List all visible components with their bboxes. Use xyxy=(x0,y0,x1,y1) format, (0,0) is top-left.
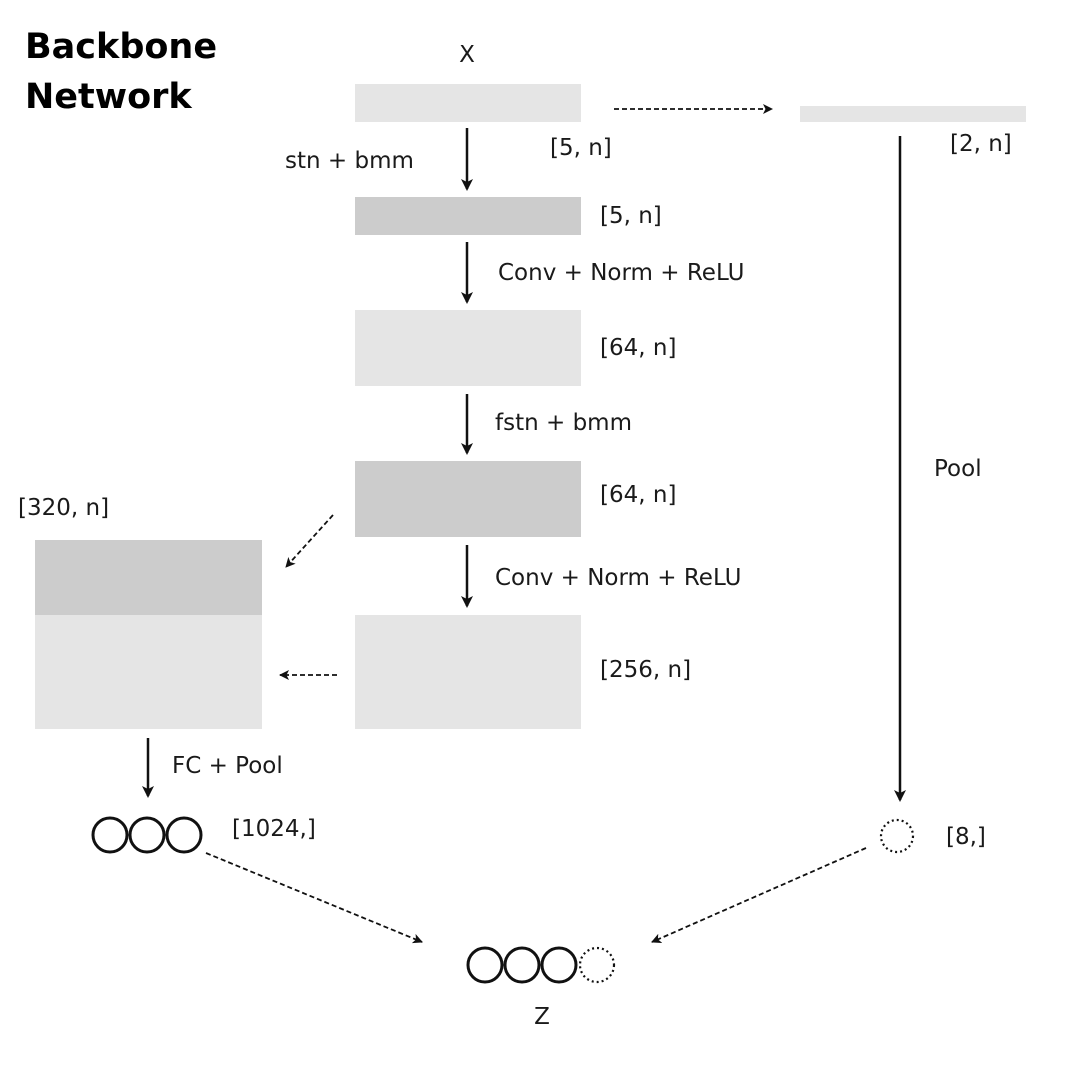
output-z-label: Z xyxy=(534,1004,550,1030)
op-fc-pool-label: FC + Pool xyxy=(172,753,283,779)
output-z-circle xyxy=(466,946,504,984)
shape-input-label: [5, n] xyxy=(550,135,612,161)
conv2-output-block xyxy=(355,615,581,729)
shape-fstn-label: [64, n] xyxy=(600,482,676,508)
op-aux-pool-label: Pool xyxy=(934,456,982,482)
conv1-output-block xyxy=(355,310,581,386)
shape-aux-feat-label: [8,] xyxy=(946,824,986,850)
concat-bottom-block xyxy=(35,615,262,729)
shape-concat-label: [320, n] xyxy=(18,495,109,521)
shape-global-feat-label: [1024,] xyxy=(232,816,316,842)
op-fstn-label: fstn + bmm xyxy=(495,410,632,436)
aux-input-block xyxy=(800,106,1026,122)
op-stn-label: stn + bmm xyxy=(285,148,414,174)
shape-aux-input-label: [2, n] xyxy=(950,131,1012,157)
aux-feat-dotted-circle xyxy=(879,818,915,854)
title-line-2: Network xyxy=(25,77,192,117)
output-z-circle xyxy=(540,946,578,984)
shape-conv1-label: [64, n] xyxy=(600,335,676,361)
op-conv1-label: Conv + Norm + ReLU xyxy=(498,260,744,286)
concat-top-block xyxy=(35,540,262,615)
global-feat-circle xyxy=(128,816,166,854)
title-line-1: Backbone xyxy=(25,27,217,67)
output-z-dotted-circle xyxy=(578,946,616,984)
input-block xyxy=(355,84,581,122)
shape-conv2-label: [256, n] xyxy=(600,657,691,683)
output-z-circle xyxy=(503,946,541,984)
fstn-output-block xyxy=(355,461,581,537)
dashed-arrow-aux-to-z xyxy=(651,847,867,943)
op-conv2-label: Conv + Norm + ReLU xyxy=(495,565,741,591)
dashed-arrow-fstn-to-concat xyxy=(285,514,334,568)
global-feat-circle xyxy=(165,816,203,854)
stn-output-block xyxy=(355,197,581,235)
global-feat-circle xyxy=(91,816,129,854)
input-x-label: X xyxy=(459,42,475,68)
shape-stn-label: [5, n] xyxy=(600,203,662,229)
dashed-arrow-global-to-z xyxy=(205,852,423,944)
